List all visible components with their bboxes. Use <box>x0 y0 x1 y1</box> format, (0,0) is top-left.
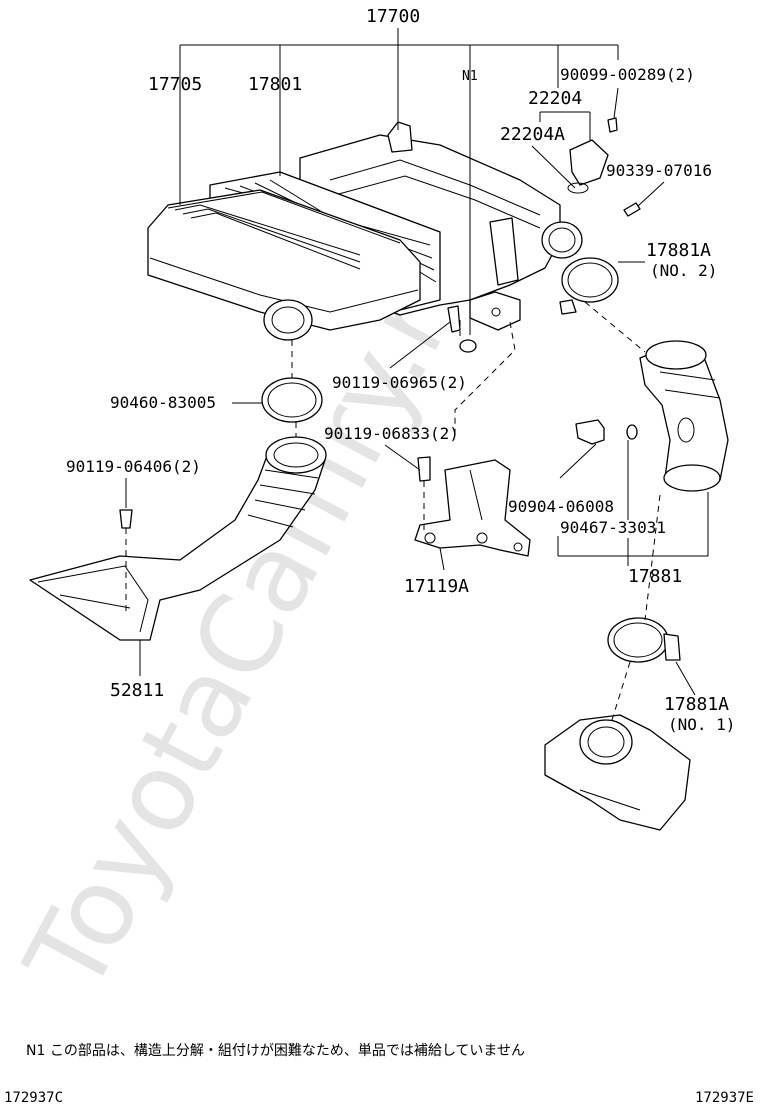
grommet <box>459 339 477 353</box>
label-17881a-no1: 17881A <box>664 694 729 715</box>
hose-clamp-no2 <box>559 257 619 315</box>
bolt-90119-06965 <box>447 305 461 333</box>
bolt-90119-06406 <box>119 509 133 529</box>
intake-hose-17881 <box>639 340 729 492</box>
mass-air-flow-sensor <box>567 139 609 194</box>
intake-air-temp-sensor <box>575 419 605 445</box>
label-17705: 17705 <box>148 74 202 95</box>
label-90460-83005: 90460-83005 <box>110 393 216 412</box>
air-intake-duct <box>29 436 327 641</box>
label-17119a: 17119A <box>404 576 469 597</box>
watermark: ToyotaCamry.ru <box>2 213 507 1013</box>
label-90119-06833: 90119-06833(2) <box>324 424 459 443</box>
label-90904-06008: 90904-06008 <box>508 497 614 516</box>
throttle-body <box>544 714 691 831</box>
label-90467-33031: 90467-33031 <box>560 518 666 537</box>
hose-clamp-90460 <box>261 377 323 423</box>
air-cleaner-assembly <box>147 121 583 341</box>
label-17881: 17881 <box>628 566 682 587</box>
label-90119-06965: 90119-06965(2) <box>332 373 467 392</box>
leader-lines <box>125 28 709 721</box>
label-n1: N1 <box>462 69 478 84</box>
label-17801: 17801 <box>248 74 302 95</box>
bracket-17119a <box>414 459 531 557</box>
clip-90339 <box>623 202 641 217</box>
label-22204a: 22204A <box>500 124 565 145</box>
label-no1: (NO. 1) <box>668 715 735 734</box>
grommet-90467 <box>626 424 638 440</box>
label-52811: 52811 <box>110 680 164 701</box>
screw-90099 <box>607 117 618 133</box>
diagram-code-left: 172937C <box>4 1090 64 1106</box>
hose-clamp-no1 <box>607 617 681 663</box>
label-90119-06406: 90119-06406(2) <box>66 457 201 476</box>
bolt-90119-06833 <box>417 456 431 482</box>
label-no2: (NO. 2) <box>650 261 717 280</box>
label-17700: 17700 <box>366 6 420 27</box>
diagram-code-right: 172937E <box>694 1090 754 1106</box>
part-labels: 17700 17705 17801 N1 22204 22204A 90099-… <box>66 6 735 734</box>
label-22204: 22204 <box>528 88 582 109</box>
label-90339-07016: 90339-07016 <box>606 161 712 180</box>
label-90099-00289: 90099-00289(2) <box>560 65 695 84</box>
footnote: N1 この部品は、構造上分解・組付けが困難なため、単品では補給していません <box>26 1043 525 1059</box>
label-17881a-no2: 17881A <box>646 240 711 261</box>
